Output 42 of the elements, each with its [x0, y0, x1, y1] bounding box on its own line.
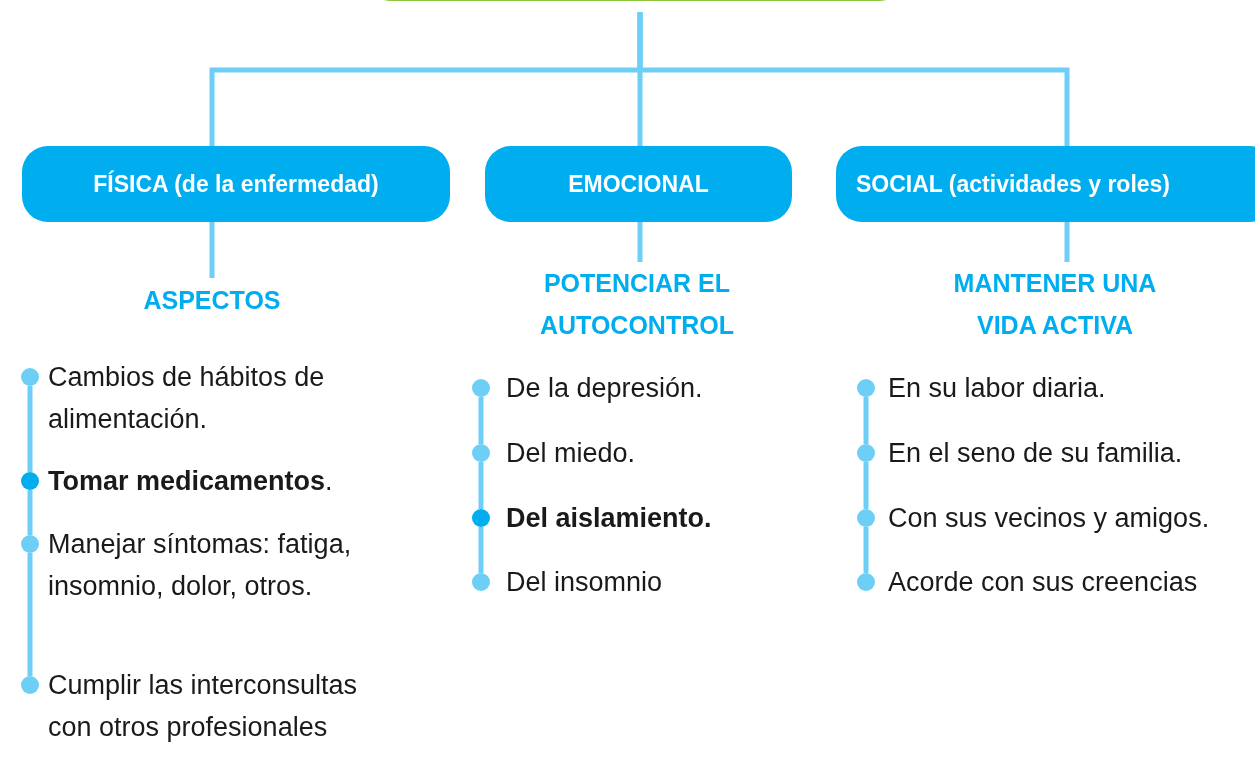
- bullet-dot: [472, 573, 490, 591]
- list-item-text: Tomar medicamentos.: [48, 465, 334, 498]
- connector-line: [637, 12, 1070, 146]
- bullet-dot: [472, 379, 490, 397]
- connector-line: [478, 397, 484, 444]
- category-box: FÍSICA (de la enfermedad): [22, 146, 450, 222]
- bullet-dot: [857, 509, 875, 527]
- list-item-text: En su labor diaria.: [888, 372, 1107, 405]
- bullet-dot: [472, 509, 490, 527]
- heading-text: POTENCIAR EL AUTOCONTROL: [497, 262, 777, 346]
- list-item-text: De la depresión.: [506, 372, 704, 405]
- connector-line: [27, 490, 33, 535]
- category-box: SOCIAL (actividades y roles): [836, 146, 1255, 222]
- list-item-text: Del aislamiento.: [506, 502, 713, 535]
- bullet-dot: [857, 379, 875, 397]
- connector-line: [1064, 222, 1070, 262]
- connector-line: [637, 222, 643, 262]
- heading-text: ASPECTOS: [92, 278, 332, 322]
- bullet-dot: [472, 444, 490, 462]
- connector-line: [863, 397, 869, 444]
- bullet-dot: [21, 472, 39, 490]
- bullet-dot: [857, 573, 875, 591]
- list-item-text: Con sus vecinos y amigos.: [888, 502, 1211, 535]
- connector-line: [27, 553, 33, 676]
- list-item-text: Acorde con sus creencias: [888, 566, 1199, 599]
- heading-text: MANTENER UNA VIDA ACTIVA: [930, 262, 1180, 346]
- bullet-dot: [21, 676, 39, 694]
- list-item-text: Del insomnio: [506, 566, 664, 599]
- list-item-text: Manejar síntomas: fatiga, insomnio, dolor, otros.: [48, 528, 353, 603]
- list-item-text: Cambios de hábitos de alimentación.: [48, 361, 326, 436]
- list-item-text: En el seno de su familia.: [888, 437, 1184, 470]
- bullet-dot: [21, 368, 39, 386]
- connector-line: [478, 527, 484, 573]
- list-item-text: Del miedo.: [506, 437, 637, 470]
- connector-line: [27, 386, 33, 472]
- bullet-dot: [21, 535, 39, 553]
- list-item-text: Cumplir las interconsultas con otros profesionales: [48, 669, 359, 744]
- connector-line: [478, 462, 484, 509]
- bullet-dot: [857, 444, 875, 462]
- connector-line: [863, 462, 869, 509]
- category-box: EMOCIONAL: [485, 146, 792, 222]
- connector-line: [209, 222, 215, 278]
